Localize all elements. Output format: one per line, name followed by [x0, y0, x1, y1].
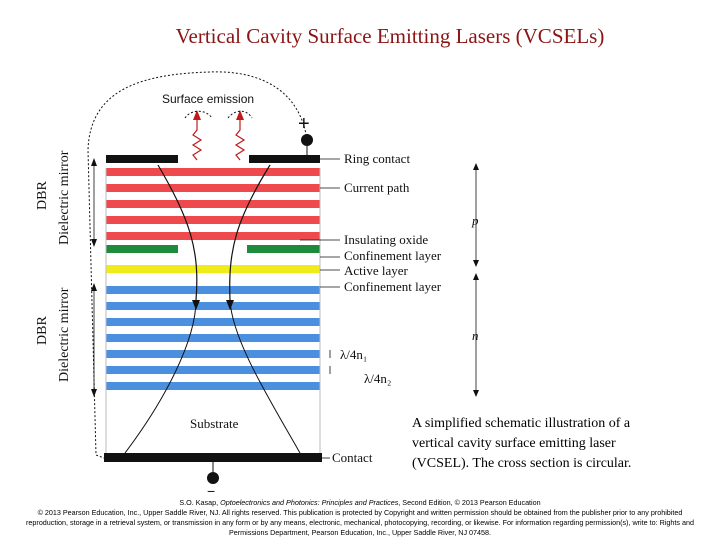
ring-contact-left	[106, 155, 178, 163]
active-layer	[106, 265, 320, 273]
current-path-left	[157, 164, 198, 301]
p-region-label: p	[471, 213, 479, 228]
minus-sign: −	[207, 483, 215, 499]
confinement-layer-top-label: Confinement layer	[344, 248, 442, 263]
ring-contact-right	[249, 155, 320, 163]
page-title: Vertical Cavity Surface Emitting Lasers …	[175, 24, 605, 48]
credit-edition: , Second Edition, © 2013 Pearson Educati…	[398, 498, 541, 507]
bottom-dbr-label: DBR	[35, 316, 50, 345]
copyright-notice: S.O. Kasap, Optoelectronics and Photonic…	[20, 498, 700, 538]
plus-terminal	[301, 134, 313, 146]
minus-terminal	[207, 472, 219, 484]
insulating-oxide-label: Insulating oxide	[344, 232, 428, 247]
top-dielectric-mirror-label: Dielectric mirror	[57, 150, 72, 245]
credit-rights: © 2013 Pearson Education, Inc., Upper Sa…	[26, 508, 694, 537]
n-region-label: n	[472, 328, 479, 343]
current-path-right	[229, 164, 271, 301]
top-mirror-stack	[106, 168, 320, 240]
emission-arrows	[191, 118, 246, 161]
credit-author: S.O. Kasap,	[179, 498, 219, 507]
current-path-label: Current path	[344, 180, 410, 195]
active-layer-label: Active layer	[344, 263, 409, 278]
contact-label: Contact	[332, 450, 373, 465]
insulating-oxide-right	[247, 245, 320, 253]
credit-book-title: Optoelectronics and Photonics: Principle…	[220, 498, 399, 507]
substrate-label: Substrate	[190, 416, 239, 431]
circuit-wire	[87, 71, 308, 459]
plus-sign: +	[298, 113, 310, 135]
surface-emission-label: Surface emission	[162, 92, 254, 106]
bottom-dielectric-mirror-label: Dielectric mirror	[57, 287, 72, 382]
ring-contact-label: Ring contact	[344, 151, 410, 166]
bottom-contact	[104, 453, 322, 462]
figure-caption: A simplified schematic illustration of a…	[412, 416, 632, 471]
lambda-n2-label: λ/4n₂	[364, 371, 391, 386]
confinement-layer-bottom-label: Confinement layer	[344, 279, 442, 294]
insulating-oxide-left	[106, 245, 178, 253]
bottom-mirror-stack	[106, 286, 320, 390]
top-dbr-label: DBR	[35, 181, 50, 210]
lambda-n1-label: λ/4n₁	[340, 347, 367, 362]
